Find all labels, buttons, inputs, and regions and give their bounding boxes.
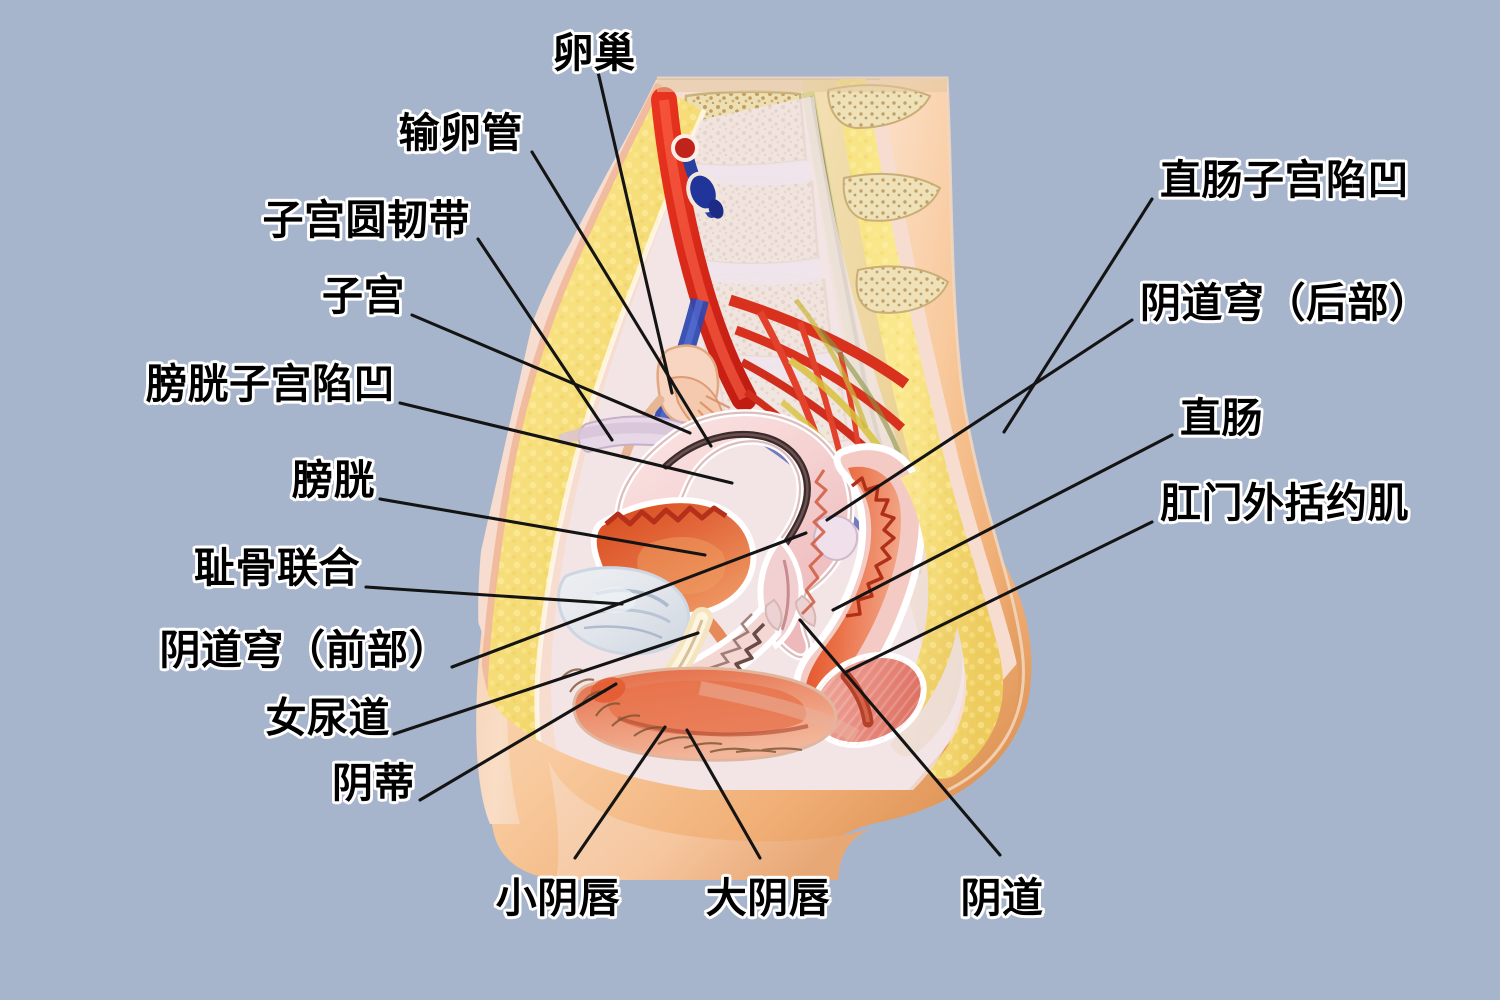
cut-top-edge [657, 78, 947, 92]
label-anal-sphincter[interactable]: 肛门外括约肌 [1160, 479, 1409, 527]
label-rectouterine[interactable]: 直肠子宫陷凹 [1160, 156, 1409, 204]
label-fallopian-tube[interactable]: 输卵管 [398, 109, 523, 157]
label-pubic-symphysis[interactable]: 耻骨联合 [194, 544, 360, 592]
label-labium-minus[interactable]: 小阴唇 [495, 874, 621, 922]
label-clitoris[interactable]: 阴蒂 [332, 759, 415, 807]
label-vesicouterine[interactable]: 膀胱子宫陷凹 [146, 360, 395, 408]
label-fornix-posterior[interactable]: 阴道穹（后部） [1140, 279, 1431, 327]
label-ovary[interactable]: 卵巢 [552, 29, 636, 77]
label-rectum[interactable]: 直肠 [1180, 394, 1263, 442]
label-bladder[interactable]: 膀胱 [292, 456, 375, 504]
label-vagina[interactable]: 阴道 [960, 874, 1044, 922]
label-round-ligament[interactable]: 子宫圆韧带 [262, 196, 470, 244]
label-urethra[interactable]: 女尿道 [265, 694, 390, 742]
label-fornix-anterior[interactable]: 阴道穹（前部） [159, 626, 450, 674]
label-uterus[interactable]: 子宫 [322, 272, 405, 320]
label-labium-majus[interactable]: 大阴唇 [705, 874, 831, 922]
